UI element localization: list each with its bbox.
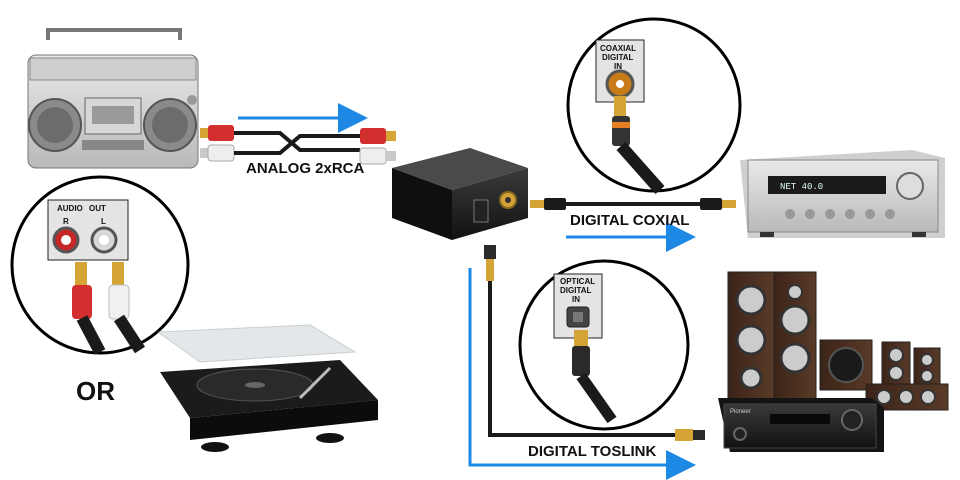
optical-line1: OPTICAL	[560, 277, 595, 286]
coaxial-line2: DIGITAL	[602, 53, 634, 62]
coaxial-in-inset	[566, 17, 742, 194]
optical-line3: IN	[572, 295, 580, 304]
audio-out-inset	[10, 175, 190, 355]
rca-cable	[200, 125, 396, 165]
audio-out-r-label: R	[63, 217, 69, 226]
optical-in-inset	[518, 259, 690, 431]
toslink-cable	[484, 245, 705, 441]
coaxial-line3: IN	[614, 62, 622, 71]
coax-cable	[530, 198, 736, 210]
turntable-image	[156, 324, 378, 452]
speaker-system-image: Pioneer	[718, 271, 949, 452]
av-receiver-brand: Pioneer	[730, 409, 751, 415]
optical-line2: DIGITAL	[560, 286, 592, 295]
boombox-image	[27, 28, 199, 169]
or-label: OR	[76, 376, 115, 406]
audio-out-l-label: L	[101, 217, 106, 226]
audio-out-title-left: AUDIO	[57, 204, 83, 213]
coaxial-line1: COAXIAL	[600, 44, 636, 53]
receiver-display-text: NET 40.0	[780, 182, 823, 192]
digital-coax-label: DIGITAL COXIAL	[570, 212, 690, 229]
audio-out-title-right: OUT	[89, 204, 106, 213]
analog-label: ANALOG 2xRCA	[246, 160, 365, 177]
toslink-flow-arrow	[468, 268, 696, 480]
stereo-receiver-image: NET 40.0	[740, 150, 945, 238]
converter-box	[392, 148, 528, 240]
digital-toslink-label: DIGITAL TOSLINK	[528, 443, 657, 460]
